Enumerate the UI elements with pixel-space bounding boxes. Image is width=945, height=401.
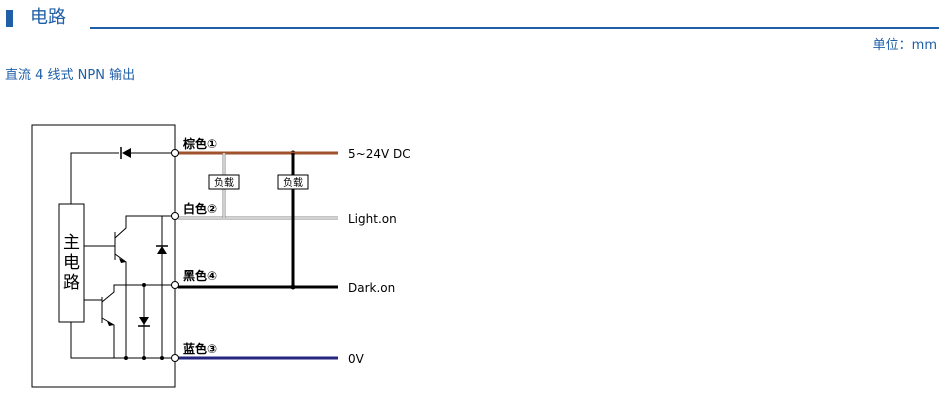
output-label-light-on: Light.on (348, 212, 397, 226)
transistor-arrow (107, 321, 114, 326)
output-label-dark-on: Dark.on (348, 281, 395, 295)
protection-diode-1 (156, 245, 168, 254)
header-divider (90, 27, 939, 29)
output-label-supply: 5~24V DC (348, 147, 411, 161)
load-box-1 (208, 174, 240, 190)
load-box-2 (277, 174, 309, 190)
load-label-2: 负载 (283, 176, 303, 189)
main-circuit-char: 路 (63, 273, 80, 293)
transistor-arrow (119, 258, 126, 263)
wire-label-black: 黑色④ (183, 268, 217, 283)
protection-diode-2 (138, 317, 150, 327)
sensor-housing (31, 124, 176, 388)
supply-diode (120, 147, 131, 159)
unit-label: 单位：mm (872, 38, 937, 53)
wire-label-brown: 棕色① (182, 136, 217, 151)
main-circuit-char: 主 (63, 233, 80, 253)
load-label-1: 负载 (214, 176, 234, 189)
internal-wiring (70, 152, 172, 359)
wire-label-white: 白色② (183, 201, 217, 216)
wire-label-blue: 蓝色③ (183, 341, 217, 356)
header-accent-bar (6, 10, 13, 27)
terminal-circles (171, 149, 179, 362)
section-title: 电路 (30, 7, 66, 28)
output-label-0v: 0V (348, 352, 365, 366)
circuit-subtitle: 直流 4 线式 NPN 输出 (5, 68, 136, 83)
main-circuit-char: 电 (63, 253, 80, 273)
